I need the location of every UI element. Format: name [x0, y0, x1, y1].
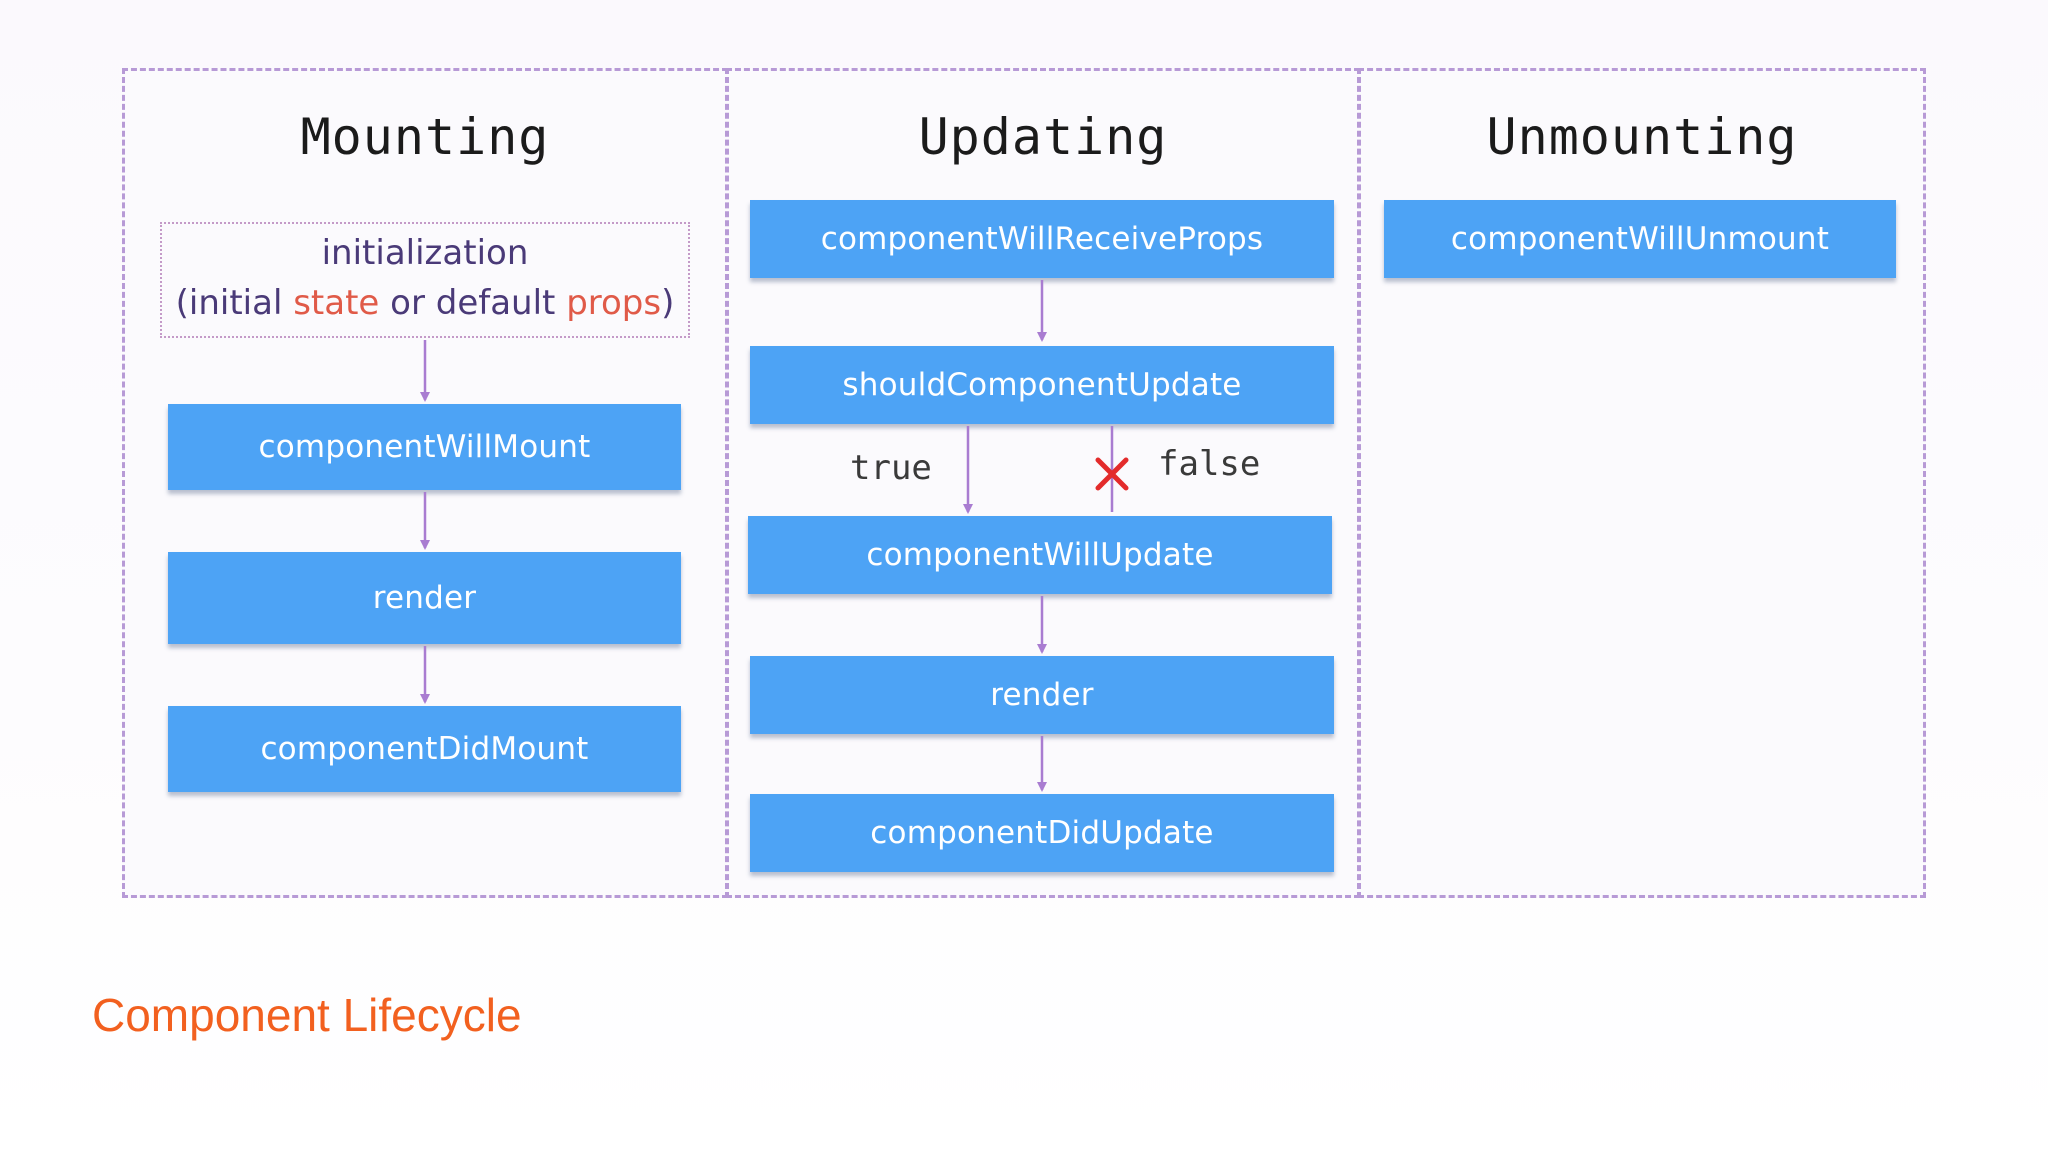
arrowhead-1 [420, 392, 430, 402]
initialization-box: initialization (initial state or default… [160, 222, 690, 338]
arrowhead-2 [420, 540, 430, 550]
mounting-title: Mounting [300, 108, 550, 166]
init-close-text: ) [661, 283, 675, 323]
arrowhead-7 [1037, 782, 1047, 792]
component-did-mount-box: componentDidMount [168, 706, 681, 792]
component-will-update-box: componentWillUpdate [748, 516, 1332, 594]
component-will-receive-props-box: componentWillReceiveProps [750, 200, 1334, 278]
update-render-box: render [750, 656, 1334, 734]
arrowhead-3 [420, 694, 430, 704]
true-branch-label: true [850, 448, 932, 488]
arrowhead-6 [1037, 644, 1047, 654]
init-props-text: props [566, 283, 662, 323]
init-state-text: state [293, 283, 380, 323]
caption: Component Lifecycle [92, 989, 522, 1041]
should-component-update-box: shouldComponentUpdate [750, 346, 1334, 424]
initialization-label: initialization [321, 233, 529, 273]
component-will-unmount-box: componentWillUnmount [1384, 200, 1896, 278]
arrowhead-5 [963, 504, 973, 514]
mount-render-box: render [168, 552, 681, 644]
init-open-text: (initial [175, 283, 294, 323]
cross-icon [1095, 457, 1129, 491]
updating-title: Updating [918, 108, 1168, 166]
initialization-detail: (initial state or default props) [162, 278, 688, 328]
init-mid-text: or default [379, 283, 567, 323]
component-did-update-box: componentDidUpdate [750, 794, 1334, 872]
component-will-mount-box: componentWillMount [168, 404, 681, 490]
unmounting-title: Unmounting [1486, 108, 1798, 166]
arrowhead-4 [1037, 332, 1047, 342]
false-branch-label: false [1158, 444, 1261, 484]
